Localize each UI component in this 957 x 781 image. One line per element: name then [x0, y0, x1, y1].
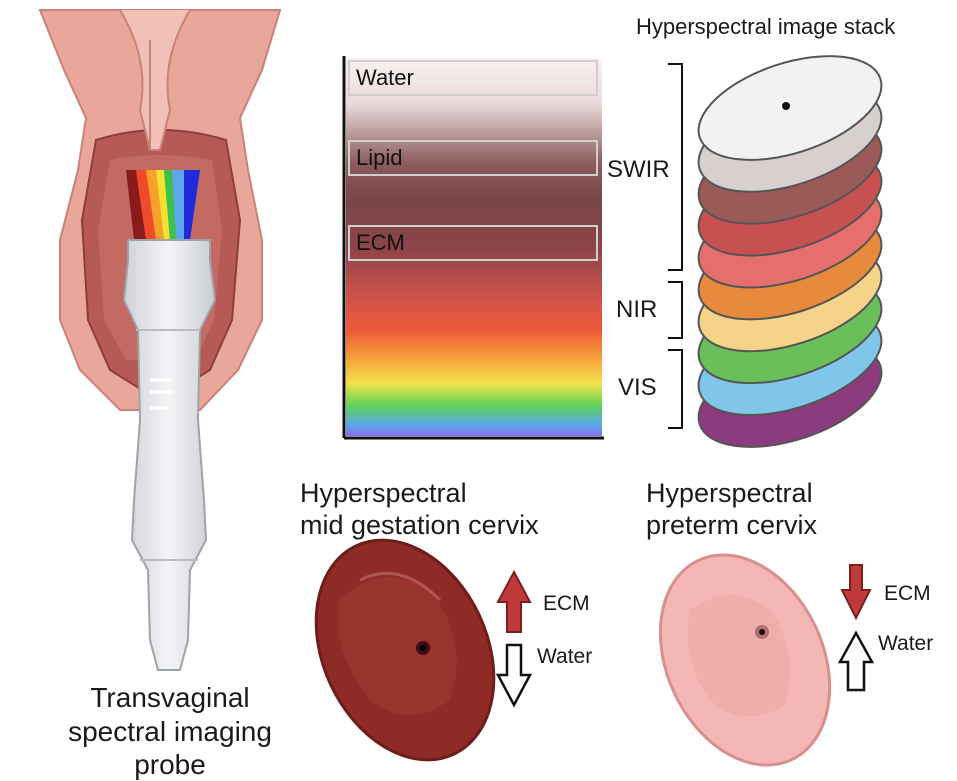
transvaginal-probe	[124, 240, 215, 670]
probe-caption-line3: probe	[20, 749, 320, 781]
stack-title: Hyperspectral image stack	[636, 14, 895, 40]
swir-label: SWIR	[607, 156, 670, 184]
vis-label: VIS	[618, 374, 657, 402]
mid-water-down-arrow	[498, 645, 530, 705]
mid-title-line1: Hyperspectral	[300, 478, 467, 509]
water-band-label: Water	[348, 60, 598, 96]
mid-ecm-up-arrow	[498, 572, 530, 632]
preterm-cervix-disc	[628, 527, 862, 780]
preterm-ecm-down-arrow	[842, 565, 870, 618]
preterm-title-line1: Hyperspectral	[646, 478, 813, 509]
stack-top-os-dot	[782, 102, 790, 110]
ecm-band-label: ECM	[348, 225, 598, 261]
preterm-ecm-label: ECM	[884, 582, 931, 606]
stack-brackets	[668, 64, 682, 428]
probe-caption-line2: spectral imaging	[20, 716, 320, 748]
mid-ecm-label: ECM	[543, 592, 590, 616]
mid-title-line2: mid gestation cervix	[300, 510, 539, 541]
spectral-beam	[126, 170, 200, 240]
lipid-band-label: Lipid	[348, 140, 598, 176]
mid-water-label: Water	[537, 645, 592, 669]
probe-caption-line1: Transvaginal	[20, 682, 320, 714]
nir-label: NIR	[616, 296, 657, 324]
hyperspectral-disc-stack	[686, 36, 895, 467]
preterm-water-label: Water	[878, 632, 933, 656]
preterm-water-up-arrow	[840, 633, 872, 690]
preterm-title-line2: preterm cervix	[646, 510, 817, 541]
